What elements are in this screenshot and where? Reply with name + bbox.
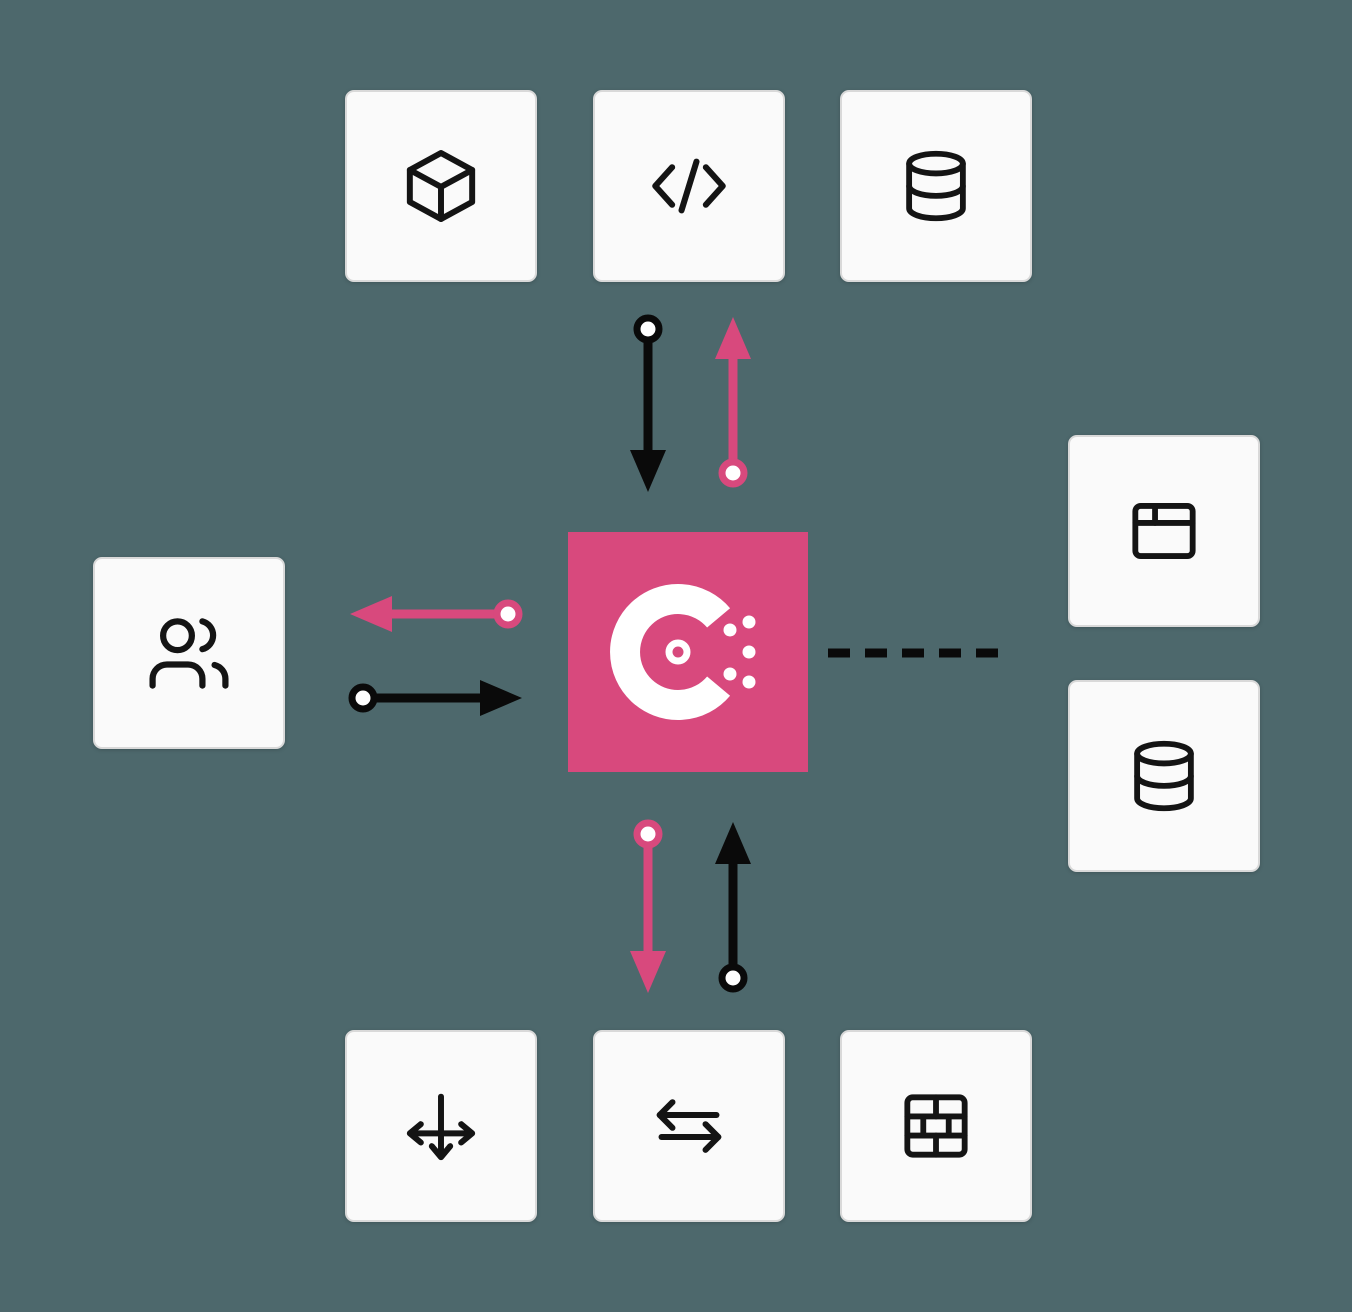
users-icon [149,618,229,689]
node-code [593,90,785,282]
node-browser-panel [1068,435,1260,627]
cube-icon [406,150,476,222]
c-logo-with-dots-icon [610,584,756,720]
node-database-right [1068,680,1260,872]
node-move-arrows [345,1030,537,1222]
connector-left-pink-out [350,596,523,632]
brick-wall-icon [904,1094,968,1158]
center-hub [568,532,808,772]
connector-left-black-in [348,680,522,716]
move-arrows-icon [406,1093,476,1161]
browser-panel-icon [1132,503,1196,559]
node-brick-wall [840,1030,1032,1222]
swap-arrows-icon [656,1099,722,1153]
connector-bottom-pink-down [630,819,666,993]
connector-top-pink-up [715,317,751,488]
code-icon [652,158,726,214]
database-icon [906,150,966,222]
node-swap-arrows [593,1030,785,1222]
database-icon [1134,740,1194,812]
node-users [93,557,285,749]
connector-top-black-down [630,314,666,492]
connector-bottom-black-up [715,822,751,993]
node-cube [345,90,537,282]
node-database-top [840,90,1032,282]
